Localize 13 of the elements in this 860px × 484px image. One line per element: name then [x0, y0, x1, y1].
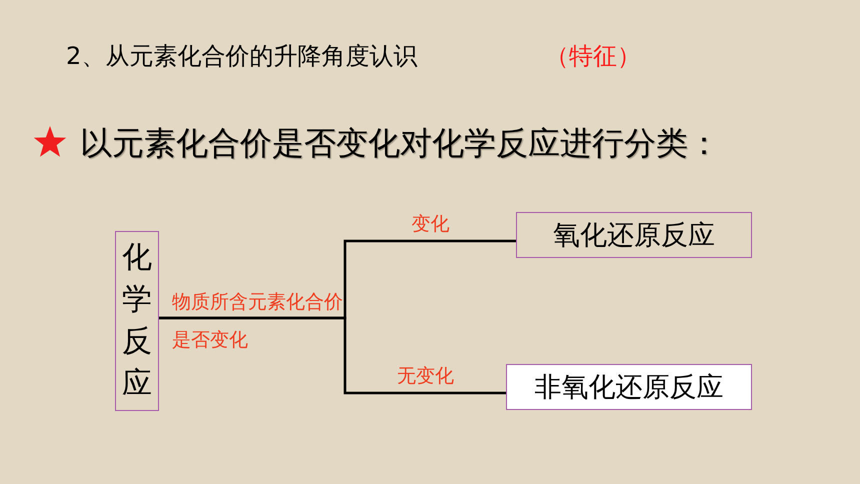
- category-box: [115, 231, 159, 411]
- subtitle: 以元素化合价是否变化对化学反应进行分类：: [80, 123, 720, 164]
- result-box: [506, 364, 752, 410]
- result-box: [516, 212, 752, 258]
- node-text: 非氧化还原反应: [534, 371, 724, 405]
- edge-label: 变化: [412, 212, 450, 237]
- node-text: 氧化还原反应: [553, 219, 715, 253]
- title-note: （特征）: [545, 41, 641, 72]
- title: 2、从元素化合价的升降角度认识: [66, 41, 418, 72]
- edge-label: 无变化: [397, 364, 454, 389]
- branch-criterion-label: 物质所含元素化合价是否变化: [172, 290, 344, 353]
- branch-line: [159, 316, 506, 394]
- node-text: 化学反应: [122, 239, 152, 403]
